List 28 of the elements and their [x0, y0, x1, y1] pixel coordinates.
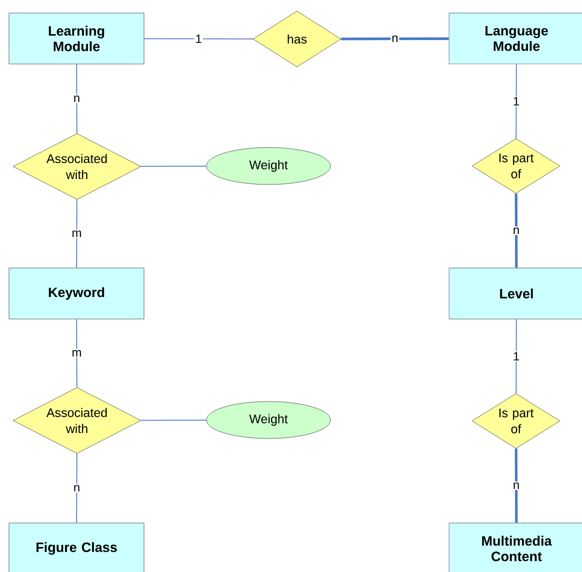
entity-box: Level — [448, 268, 582, 320]
edge-label: m — [70, 349, 83, 358]
connector-line — [140, 166, 207, 167]
edge-label: 1 — [194, 34, 203, 44]
connector-line — [514, 194, 518, 268]
connector-line — [76, 318, 78, 388]
connector-line — [144, 38, 254, 40]
edge-label: n — [512, 226, 521, 235]
entity-box: Multimedia Content — [448, 522, 582, 572]
connector-line — [76, 453, 78, 524]
connector-line — [76, 64, 78, 134]
connector-line — [516, 64, 517, 139]
edge-label: m — [70, 229, 83, 238]
connector-line — [516, 318, 517, 394]
edge-label: n — [72, 94, 82, 103]
entity-box: Keyword — [8, 268, 144, 320]
edge-label: n — [390, 34, 400, 43]
edge-label: n — [512, 481, 521, 490]
edge-label: 1 — [512, 351, 521, 362]
edge-label: 1 — [512, 96, 521, 106]
connector-line — [514, 448, 518, 523]
entity-box: Learning Module — [8, 12, 144, 64]
edge-label: n — [72, 484, 82, 492]
entity-box: Figure Class — [8, 522, 144, 572]
entity-box: Language Module — [448, 12, 582, 64]
connector-line — [140, 420, 207, 421]
connector-line — [341, 37, 449, 40]
connector-line — [76, 199, 78, 268]
